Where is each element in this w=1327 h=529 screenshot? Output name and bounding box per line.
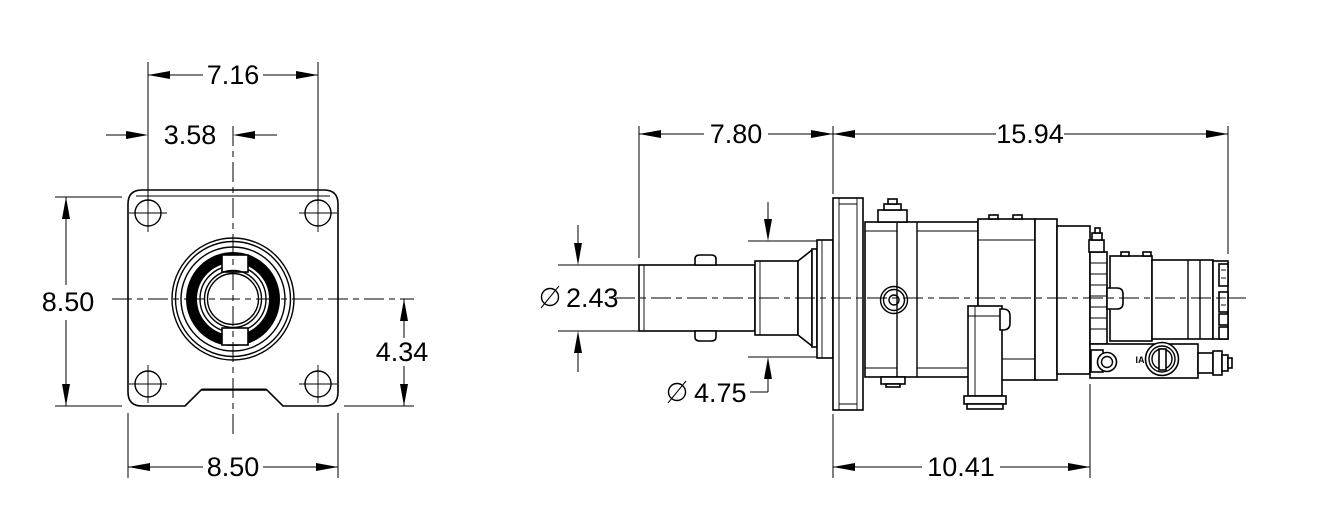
front-view: 7.16 3.58 8.50 4.34 — [42, 60, 429, 482]
side-dim-flange-to-motor-end: 15.94 — [833, 119, 1229, 254]
front-dim-height: 8.50 — [42, 196, 122, 407]
side-foot-bracket — [963, 305, 1011, 410]
side-motor — [1109, 251, 1214, 342]
side-view: IA — [540, 119, 1246, 482]
front-bolt-holes — [129, 194, 337, 403]
dim-text-flange-to-housing-end: 10.41 — [927, 452, 995, 482]
side-dim-hub-diameter: 4.75 — [667, 202, 817, 408]
keyway-tab-bottom — [221, 327, 249, 346]
valve-knob — [1144, 341, 1180, 377]
valve-port-label: IA — [1136, 355, 1146, 365]
front-dim-bolt-spacing: 7.16 — [147, 60, 319, 204]
side-end-cap — [1212, 260, 1229, 340]
front-dim-center-to-base: 4.34 — [344, 299, 429, 407]
body-port-plug — [879, 285, 909, 315]
dim-text-hub-diameter: 4.75 — [694, 378, 747, 408]
front-dim-bolt-to-center: 3.58 — [106, 120, 277, 150]
side-main-body — [864, 198, 979, 388]
valve-left-plug — [1090, 349, 1118, 373]
dim-text-width: 8.50 — [207, 452, 260, 482]
body-bottom-bolt — [880, 376, 906, 388]
coupling-tab — [1106, 287, 1124, 310]
dim-text-shaft-to-flange: 7.80 — [710, 119, 763, 149]
diameter-symbol — [540, 285, 560, 309]
side-hub-rings — [754, 239, 834, 359]
pilot-disc — [816, 239, 834, 359]
diameter-symbol — [667, 380, 687, 404]
side-flange — [832, 197, 864, 411]
shaft-lug-bottom — [694, 330, 717, 342]
side-coupling — [1088, 227, 1108, 345]
coupling-top-bolt — [1088, 227, 1105, 253]
dim-text-shaft-diameter: 2.43 — [566, 283, 619, 313]
dim-text-bolt-to-center: 3.58 — [164, 120, 217, 150]
body-top-bolt — [877, 198, 908, 223]
bolt-hole — [299, 365, 337, 403]
dim-text-center-to-base: 4.34 — [376, 337, 429, 367]
foot-lip — [999, 308, 1011, 331]
side-dim-flange-to-housing-end: 10.41 — [832, 384, 1091, 482]
side-dim-shaft-to-flange: 7.80 — [638, 119, 834, 258]
dim-text-height: 8.50 — [42, 287, 95, 317]
bolt-hole — [129, 365, 167, 403]
keyway-tab-top — [221, 254, 249, 273]
notch-edge-detail — [186, 388, 282, 405]
valve-fitting — [1197, 350, 1233, 376]
side-valve-block: IA — [1089, 341, 1233, 379]
dim-text-flange-to-motor-end: 15.94 — [996, 119, 1064, 149]
front-dim-width: 8.50 — [127, 413, 339, 482]
side-dim-shaft-diameter: 2.43 — [540, 225, 640, 372]
front-centerlines — [112, 126, 414, 434]
shaft-lug-top — [694, 254, 717, 266]
dim-text-bolt-spacing: 7.16 — [207, 60, 260, 90]
